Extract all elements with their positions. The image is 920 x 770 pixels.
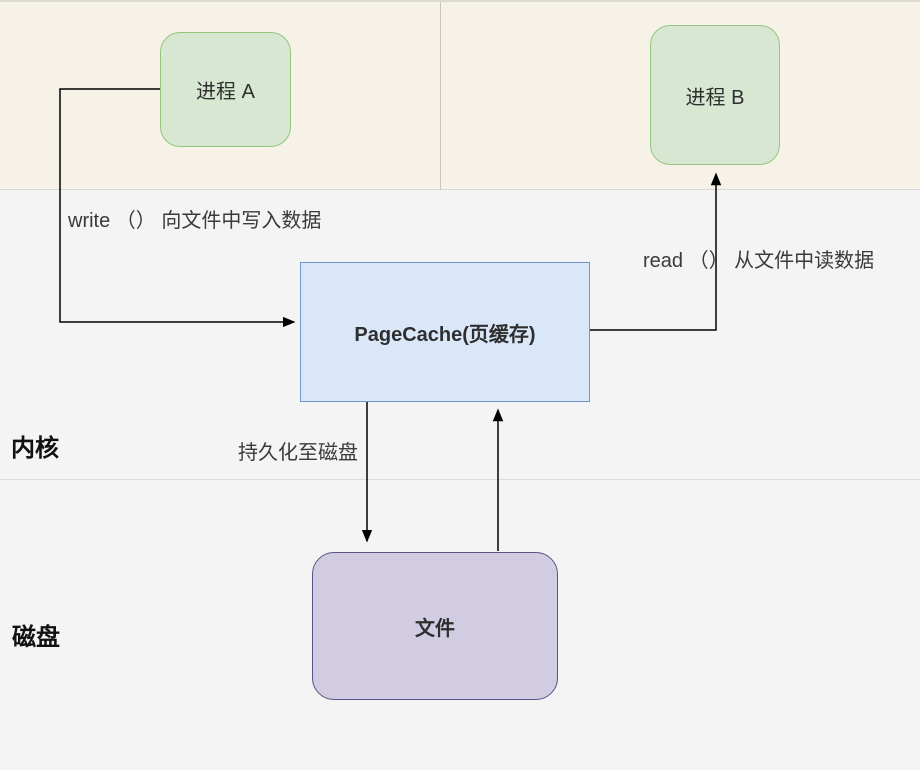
- kernel-section-label: 内核: [11, 435, 59, 462]
- file-node: 文件: [312, 552, 558, 700]
- persist-edge-label: 持久化至磁盘: [238, 442, 358, 464]
- page-cache-node: PageCache(页缓存): [300, 262, 590, 402]
- read-edge-label: read （） 从文件中读数据: [643, 250, 875, 272]
- process-a-node: 进程 A: [160, 32, 291, 147]
- file-label: 文件: [415, 617, 455, 640]
- process-b-node: 进程 B: [650, 25, 780, 165]
- kernel-section: [0, 190, 920, 480]
- write-edge-label: write （） 向文件中写入数据: [68, 210, 322, 232]
- process-b-label: 进程 B: [685, 86, 745, 109]
- process-a-label: 进程 A: [196, 81, 255, 103]
- user-space-section: [0, 0, 920, 190]
- disk-section-label: 磁盘: [12, 624, 60, 651]
- page-cache-label: PageCache(页缓存): [354, 323, 536, 346]
- user-space-column-divider: [440, 2, 441, 190]
